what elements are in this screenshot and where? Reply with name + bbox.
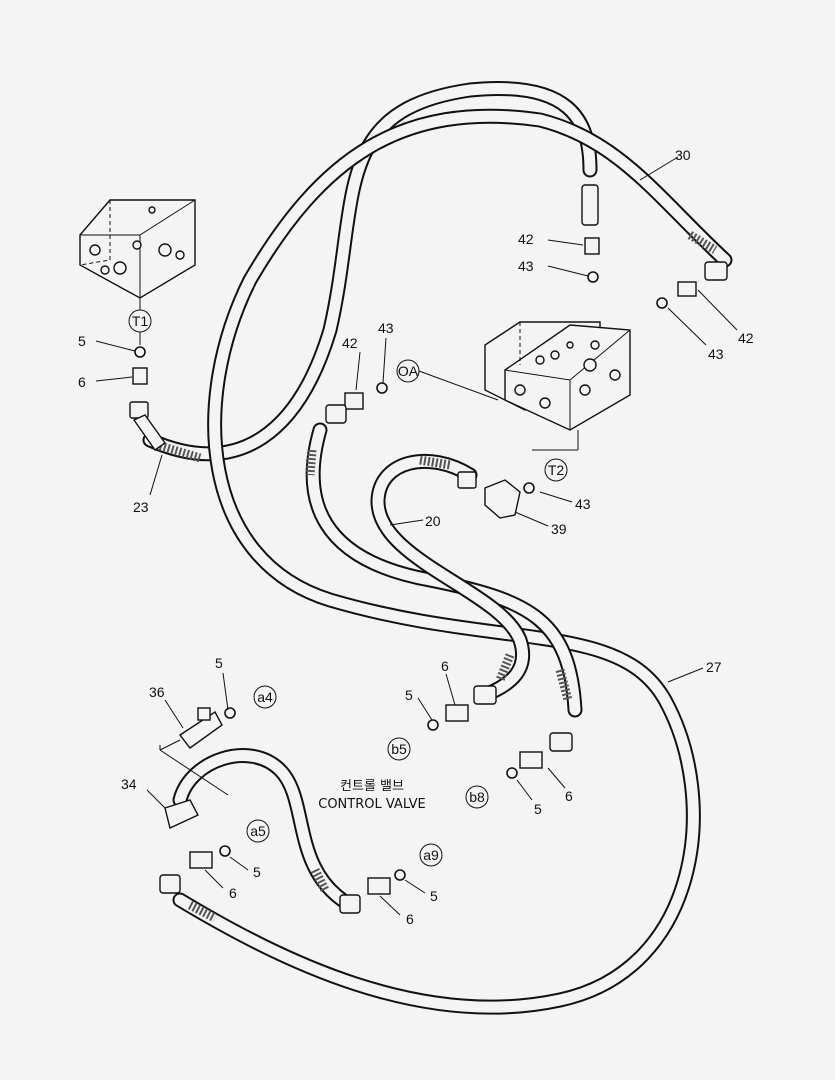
svg-text:T1: T1 [132, 313, 149, 329]
part-6-a5: 6 [229, 885, 237, 901]
port-tag-oa: OA [396, 359, 420, 383]
part-6-t1: 6 [78, 374, 86, 390]
part-23: 23 [133, 499, 149, 515]
port-tag-b8: b8 [465, 785, 489, 809]
port-tag-a9: a9 [419, 843, 443, 867]
fitting-42-43-oa [325, 382, 388, 424]
fitting-34-elbow [159, 749, 229, 829]
part-5-b8: 5 [534, 801, 542, 817]
svg-text:a9: a9 [423, 847, 439, 863]
part-5-a4: 5 [215, 655, 223, 671]
part-42-oa: 42 [342, 335, 358, 351]
port-tag-t1: T1 [128, 309, 152, 333]
port-tag-a4: a4 [253, 685, 277, 709]
fitting-b5 [427, 685, 497, 731]
part-6-a9: 6 [406, 911, 414, 927]
part-30: 30 [675, 147, 691, 163]
part-5-a9: 5 [430, 888, 438, 904]
part-number-labels: 30 42 43 42 43 42 43 43 39 20 5 6 23 27 … [78, 147, 754, 927]
svg-text:a5: a5 [250, 823, 266, 839]
part-39: 39 [551, 521, 567, 537]
port-tag-t2: T2 [544, 458, 568, 482]
part-27: 27 [706, 659, 722, 675]
part-43-oa: 43 [378, 320, 394, 336]
fitting-t1-adapter [129, 346, 166, 451]
hose-30 [172, 108, 733, 1015]
svg-text:a4: a4 [257, 689, 273, 705]
part-5-t1: 5 [78, 333, 86, 349]
part-43-top: 43 [518, 258, 534, 274]
title-korean: 컨트롤 밸브 [340, 779, 404, 794]
control-valve-block [484, 321, 631, 431]
part-20: 20 [425, 513, 441, 529]
svg-text:b5: b5 [391, 741, 407, 757]
hose-34-loop [172, 748, 358, 913]
hose-20 [370, 453, 531, 703]
part-6-b5: 6 [441, 658, 449, 674]
fitting-b8 [506, 732, 573, 779]
title-english: CONTROL VALVE [318, 797, 426, 812]
fitting-36-tee [178, 707, 236, 749]
fitting-a9 [339, 869, 406, 914]
port-tag-a5: a5 [246, 819, 270, 843]
port-tag-b5: b5 [387, 737, 411, 761]
part-42-top: 42 [518, 231, 534, 247]
part-36: 36 [149, 684, 165, 700]
fitting-42-43-right [656, 261, 728, 309]
part-5-b5: 5 [405, 687, 413, 703]
part-42-right: 42 [738, 330, 754, 346]
fitting-42-43-top [581, 184, 600, 283]
part-43-t2: 43 [575, 496, 591, 512]
t1-manifold-block [79, 199, 196, 299]
part-34: 34 [121, 776, 137, 792]
leader-lines [95, 156, 738, 916]
part-5-a5: 5 [253, 864, 261, 880]
svg-text:OA: OA [398, 363, 419, 379]
svg-text:T2: T2 [548, 462, 565, 478]
fitting-a5 [159, 845, 231, 894]
part-43-right: 43 [708, 346, 724, 362]
fitting-39-elbow [457, 471, 535, 519]
hose-23 [142, 81, 598, 463]
hose-27 [305, 422, 583, 718]
part-6-b8: 6 [565, 788, 573, 804]
svg-text:b8: b8 [469, 789, 485, 805]
